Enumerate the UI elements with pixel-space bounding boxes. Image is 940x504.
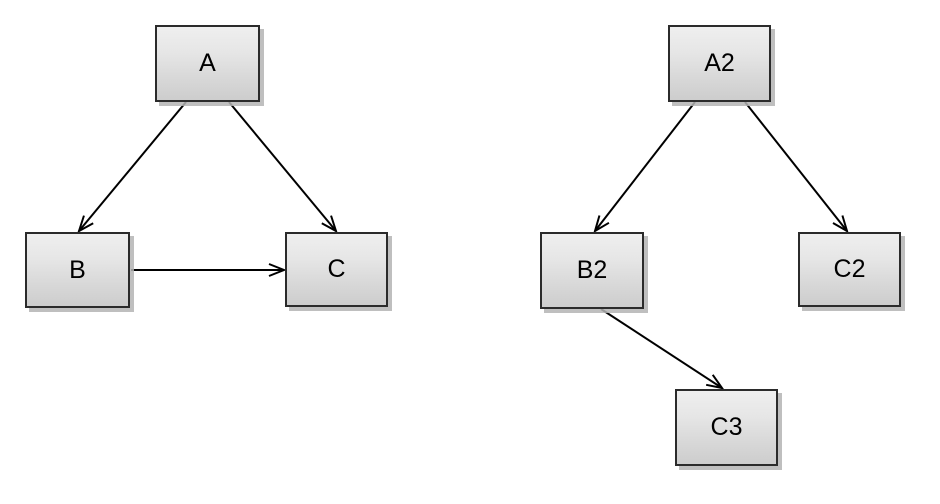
node-c3-label: C3 (710, 413, 743, 441)
edge-line-a-c (228, 101, 337, 232)
node-c[interactable]: C (285, 232, 388, 307)
edge-line-a2-b2 (594, 101, 696, 232)
arrowhead-a2-c2 (832, 215, 849, 234)
arrowhead-a2-b2 (593, 215, 610, 234)
edge-line-a2-c2 (744, 101, 848, 232)
node-b2-label: B2 (576, 256, 608, 284)
arrowhead-b2-c3 (705, 374, 725, 390)
edge-line-a-b (78, 101, 187, 232)
arrowhead-a-c (321, 215, 338, 234)
edge-group (77, 101, 849, 390)
edge-line-b2-c3 (600, 308, 723, 389)
arrowhead-a-b (77, 215, 94, 234)
node-c-label: C (327, 255, 346, 283)
node-a-label: A (199, 49, 216, 77)
arrowhead-b-c (268, 263, 287, 277)
node-a2[interactable]: A2 (668, 25, 771, 102)
node-a[interactable]: A (155, 25, 260, 102)
node-a2-label: A2 (704, 49, 735, 77)
node-b2[interactable]: B2 (540, 232, 644, 309)
node-b-label: B (69, 255, 86, 284)
node-c2[interactable]: C2 (798, 232, 901, 307)
node-b[interactable]: B (25, 232, 130, 308)
node-c2-label: C2 (833, 255, 866, 283)
node-c3[interactable]: C3 (675, 389, 778, 466)
